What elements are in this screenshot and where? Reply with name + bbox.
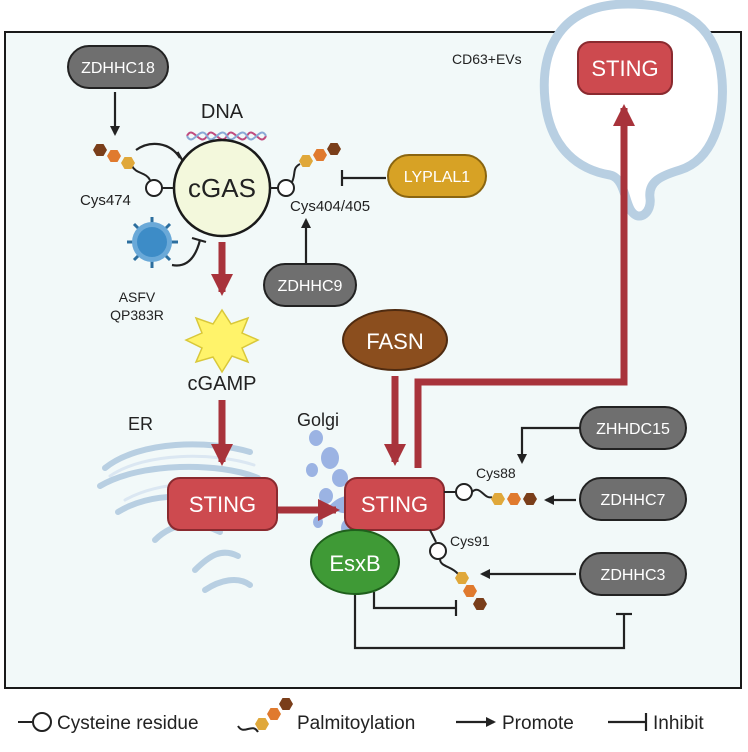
cys91-label: Cys91 (450, 533, 490, 549)
inhibit-lines (135, 142, 632, 650)
legend-inhibit: Inhibit (653, 713, 704, 734)
palmitoylation-legend-icon (237, 698, 293, 733)
cys91-residue (429, 529, 487, 610)
legend: Cysteine residue Palmitoylation Promote … (18, 698, 704, 734)
sting-ev-node (577, 41, 673, 95)
lyplal1-node (387, 154, 487, 198)
cd63-ev-label: CD63+EVs (452, 51, 522, 67)
zdhhc9-node (263, 263, 357, 307)
cys404-residue (270, 143, 341, 197)
lyplal1-label: LYPLAL1 (404, 169, 471, 186)
zdhhc7-label: ZDHHC7 (601, 492, 666, 509)
promote-arrows (110, 92, 582, 579)
zdhhc3-label: ZDHHC3 (601, 567, 666, 584)
sting-er-node (167, 477, 278, 531)
legend-cysteine: Cysteine residue (57, 713, 199, 734)
cys474-residue (93, 144, 174, 197)
cys474-label: Cys474 (80, 192, 131, 209)
cys88-residue (444, 483, 537, 505)
fasn-node (342, 309, 448, 371)
sting-golgi-label: STING (361, 492, 428, 517)
fasn-label: FASN (366, 329, 423, 354)
zdhhc9-label: ZDHHC9 (278, 278, 343, 295)
zdhhc3-node (579, 552, 687, 596)
zhhdc15-label: ZHHDC15 (596, 421, 670, 438)
sting-er-label: STING (189, 492, 256, 517)
cgamp-burst-icon (184, 308, 260, 374)
qp383r-label: QP383R (110, 307, 164, 323)
esxb-node (310, 529, 400, 595)
legend-palmitoylation: Palmitoylation (297, 713, 415, 734)
golgi-label: Golgi (297, 410, 339, 430)
legend-promote: Promote (502, 713, 574, 734)
er-label: ER (128, 414, 153, 434)
zhhdc15-node (579, 406, 687, 450)
zdhhc18-node (67, 45, 169, 89)
asfv-label: ASFV (119, 289, 156, 305)
dna-label: DNA (201, 101, 244, 123)
cgamp-label: cGAMP (188, 373, 257, 395)
esxb-label: EsxB (329, 551, 380, 576)
virus-icon (127, 217, 178, 268)
sting-ev-label: STING (591, 56, 658, 81)
sting-golgi-node (344, 477, 445, 531)
signaling-arrows (211, 104, 635, 521)
cys404-label: Cys404/405 (290, 198, 370, 215)
dna-strand-icon (186, 131, 267, 141)
cgas-label: cGAS (188, 173, 256, 203)
zdhhc7-node (579, 477, 687, 521)
cys88-label: Cys88 (476, 465, 516, 481)
inhibit-legend-icon (608, 713, 648, 731)
zdhhc18-label: ZDHHC18 (81, 60, 155, 77)
cysteine-legend-icon (32, 712, 52, 732)
